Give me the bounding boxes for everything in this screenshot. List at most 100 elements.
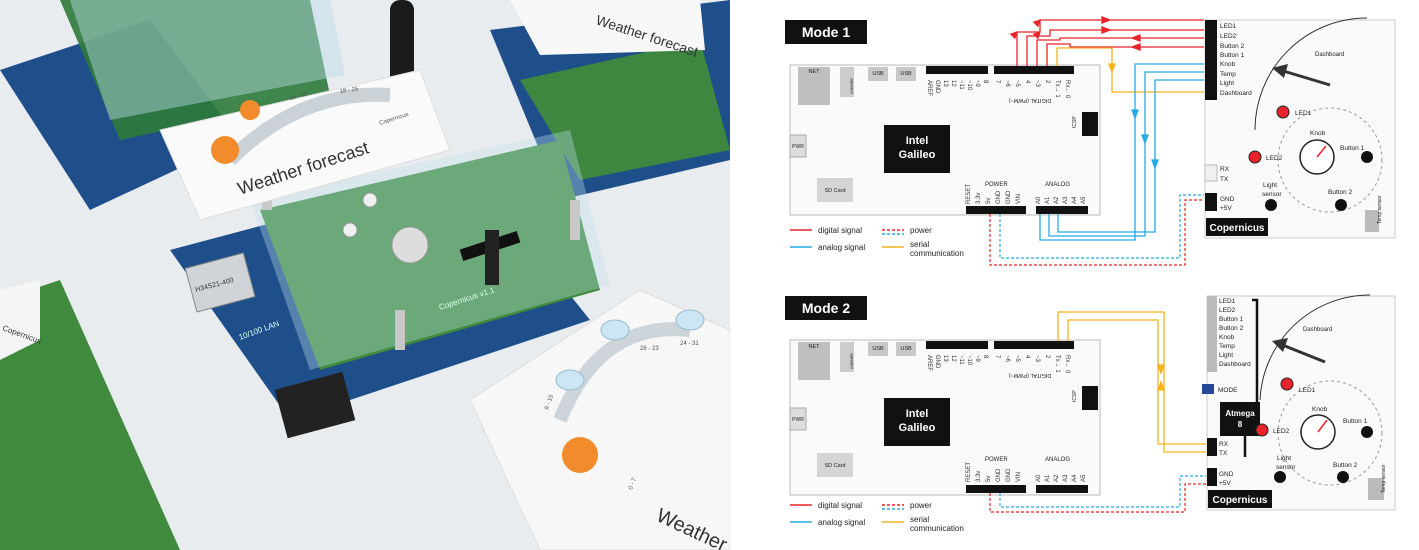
sd-slot-2 — [817, 453, 853, 477]
cloud-icon-2 — [600, 319, 630, 341]
copernicus-pins-2: LED1 LED2 Button 1 Button 2 Knob Temp Li… — [1219, 298, 1251, 368]
pin-a4-2: A4 — [1072, 474, 1078, 482]
pin-10-2: ~10 — [966, 355, 972, 366]
temp-sensor-2 — [1368, 478, 1384, 500]
galileo-title-1a: Intel — [906, 135, 929, 147]
digital-pins-1: AREF GND 13 12 ~11 ~10 ~9 8 7 ~6 ~5 4 ~3… — [926, 80, 1070, 99]
dashboard-needle-2 — [1279, 342, 1326, 364]
light-label-1b: sensor — [1262, 191, 1282, 198]
pin-13-2: 13 — [942, 355, 948, 362]
pin-a2-2: A2 — [1054, 474, 1060, 482]
pin-7-1: 7 — [994, 80, 1000, 84]
led1-1 — [1276, 105, 1290, 119]
net-label-2: NET — [809, 344, 821, 350]
legend-1: digital signal analog signal power seria… — [790, 226, 964, 258]
arrow-temp-1 — [1141, 134, 1149, 145]
cop1-led1: LED1 — [1220, 23, 1237, 30]
power-label-2: POWER — [985, 457, 1008, 463]
antenna — [390, 0, 414, 95]
photo-svg: Weather forecast H34S21-400 10/100 LAN C… — [0, 0, 730, 550]
pin-33v-1: 3.3v — [976, 193, 982, 204]
cop2-button1: Button 1 — [1219, 316, 1244, 323]
arrow-light-1 — [1151, 159, 1159, 170]
pin-aref-2: AREF — [926, 355, 932, 371]
temp-sensor-1 — [1365, 210, 1379, 232]
galileo-chip-2 — [884, 398, 950, 446]
pin-11-2: ~11 — [958, 355, 964, 365]
pin-4-1: 4 — [1024, 80, 1030, 84]
product-photo: Weather forecast H34S21-400 10/100 LAN C… — [0, 0, 730, 550]
arrow-button2-1 — [1130, 34, 1141, 42]
icsp-label-1: ICSP — [1072, 116, 1078, 128]
pwr-jack-1 — [789, 134, 807, 158]
analog-pins-2: A0 A1 A2 A3 A4 A5 — [1036, 474, 1087, 482]
dashboard-needle-head-2 — [1272, 338, 1288, 352]
wire-5v-1 — [989, 199, 1204, 266]
usb-label-2b: USB — [900, 346, 912, 352]
power-wires-2 — [989, 475, 1206, 513]
pin-5v-1: 5v — [986, 198, 992, 204]
knob-indicator-2 — [1317, 419, 1328, 433]
legend-analog-2: analog signal — [818, 518, 865, 527]
cop1-gnd: GND — [1220, 196, 1235, 203]
galileo-title-2b: Galileo — [899, 422, 936, 434]
pin-a0-2: A0 — [1036, 474, 1042, 482]
button2-label-2: Button 2 — [1333, 462, 1358, 469]
wire-led2-1 — [1026, 29, 1204, 66]
copernicus-pin-strip-1 — [1205, 20, 1217, 100]
sun-icon-2 — [240, 100, 260, 120]
digital-pins-2: AREF GND 13 12 ~11 ~10 ~9 8 7 ~6 ~5 4 ~3… — [926, 355, 1070, 374]
card-main — [159, 69, 451, 221]
standoff-2 — [395, 310, 405, 350]
dashboard-arc-2 — [1259, 294, 1371, 401]
power-pins-box-2 — [1207, 468, 1217, 486]
knob-part — [391, 226, 429, 264]
pin-2-1: 2 — [1044, 80, 1050, 84]
pin-a1-1: A1 — [1045, 196, 1051, 204]
pin-3-2: ~3 — [1034, 355, 1040, 363]
net-port-2 — [798, 342, 830, 380]
pin-a2-1: A2 — [1054, 196, 1060, 204]
pwr-label-2: PWR — [792, 417, 804, 423]
arrow-serial-2b — [1157, 380, 1165, 391]
wire-temp-1 — [1048, 71, 1204, 237]
cop2-mode: MODE — [1218, 387, 1238, 394]
dashboard-label-1: Dashboard — [1315, 52, 1344, 58]
chip — [274, 371, 356, 439]
copernicus-badge-1 — [1206, 218, 1268, 236]
legend-analog-1: analog signal — [818, 243, 865, 252]
light-label-2a: Light — [1277, 455, 1291, 462]
cop1-dashboard: Dashboard — [1220, 90, 1252, 97]
digital-header-right-1 — [994, 66, 1074, 74]
knob-label-2: Knob — [1312, 406, 1328, 413]
light-label-1a: Light — [1263, 182, 1277, 189]
button2-2 — [1337, 471, 1349, 483]
pin-vin-2: VIN — [1016, 472, 1022, 482]
pin-2-2: 2 — [1044, 355, 1050, 359]
wire-light-1 — [1057, 79, 1204, 233]
wire-led1-1 — [1009, 19, 1204, 66]
usb-label-1a: USB — [872, 71, 884, 77]
atmega-label-a: Atmega — [1225, 409, 1255, 418]
pin-a0-1: A0 — [1036, 196, 1042, 204]
sun-icon-3 — [562, 437, 598, 473]
component-circle-1 — [1277, 107, 1383, 213]
power-wires-1 — [989, 194, 1204, 266]
pin-tx-2: Tx→ 1 — [1054, 355, 1060, 373]
sensor-part — [485, 230, 499, 285]
pcb-right — [520, 40, 730, 180]
pin-5v-2: 5v — [986, 476, 992, 482]
cop2-knob: Knob — [1219, 334, 1235, 341]
digital-label-1: DIGITAL (PWM~) — [1009, 97, 1052, 103]
led1-2 — [1280, 377, 1294, 391]
serial-wires-2 — [1057, 311, 1206, 453]
led-part-2 — [342, 222, 358, 238]
console-label-2: console — [849, 353, 854, 369]
cop2-light: Light — [1219, 352, 1233, 359]
cop2-rx: RX — [1219, 441, 1229, 448]
power-pins-2: RESET 3.3v 5v GND GND VIN — [966, 462, 1022, 482]
pin-4-2: 4 — [1024, 355, 1030, 359]
card-right — [510, 0, 705, 55]
icsp-header-1 — [1082, 112, 1098, 136]
card-left — [0, 280, 40, 360]
